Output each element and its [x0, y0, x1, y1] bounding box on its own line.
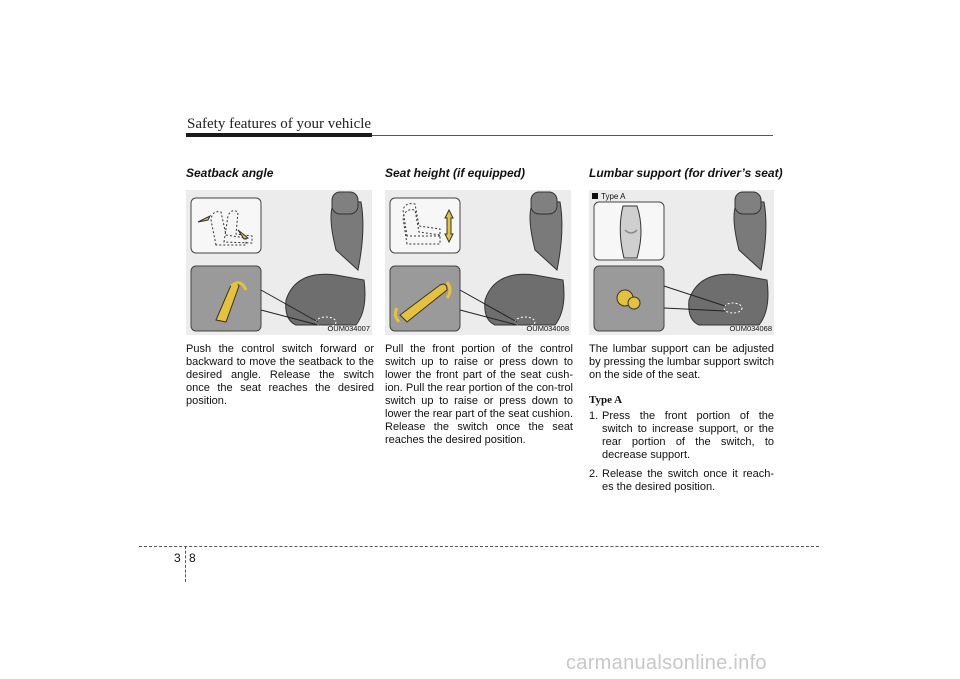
section-lumbar-support: Lumbar support (for driver’s seat) Type …: [589, 166, 783, 500]
section-title: Seatback angle: [186, 166, 274, 180]
section-body: The lumbar support can be adjusted by pr…: [589, 343, 774, 381]
watermark: carmanualsonline.info: [566, 652, 767, 674]
seat-illustration: [589, 190, 774, 335]
section-body: Push the control switch forward or backw…: [186, 343, 374, 407]
list-item: 2.Release the switch once it reach-es th…: [589, 468, 774, 493]
seat-illustration: [186, 190, 372, 335]
type-heading: Type A: [589, 394, 623, 406]
seat-illustration: [385, 190, 571, 335]
square-bullet-icon: [592, 193, 598, 199]
figure-code: OUM034008: [526, 324, 569, 333]
section-title: Lumbar support (for driver’s seat): [589, 166, 783, 180]
chapter-number: 3: [174, 551, 181, 565]
section-seatback-angle: Seatback angle OUM034007 Push the contro…: [186, 166, 374, 408]
seat-height-figure: OUM034008: [385, 190, 571, 335]
section-title: Seat height (if equipped): [385, 166, 525, 180]
figure-code: OUM034007: [327, 324, 370, 333]
lumbar-figure: Type A OUM034068: [589, 190, 774, 335]
header-bar: [186, 133, 372, 137]
type-a-label: Type A: [592, 192, 625, 201]
footer-divider: [139, 546, 819, 547]
header-rule: [372, 135, 773, 136]
header-title: Safety features of your vehicle: [187, 116, 372, 132]
seatback-figure: OUM034007: [186, 190, 372, 335]
footer-vertical-divider: [185, 546, 186, 582]
figure-code: OUM034068: [729, 324, 772, 333]
section-seat-height: Seat height (if equipped) OUM034008 Pull…: [385, 166, 573, 447]
steps-list: 1.Press the front portion of the switch …: [589, 410, 774, 494]
list-item: 1.Press the front portion of the switch …: [589, 410, 774, 461]
page-number: 8: [189, 551, 196, 565]
section-body: Pull the front portion of the control sw…: [385, 343, 573, 446]
